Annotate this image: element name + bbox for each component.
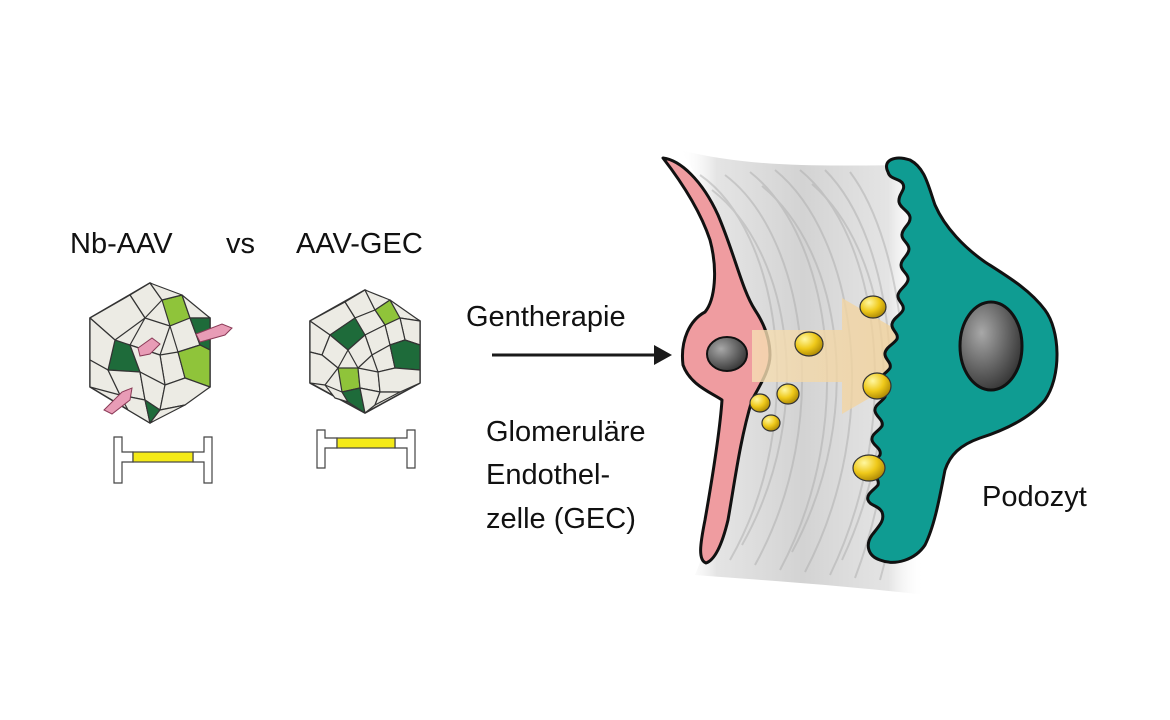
therapy-arrow: [492, 345, 672, 365]
particle: [776, 383, 800, 405]
transfer-arrow: [752, 298, 942, 414]
vs-label: vs: [226, 228, 255, 260]
particle: [761, 414, 781, 432]
gec-label-line1: Glomeruläre: [486, 416, 646, 448]
gentherapie-label: Gentherapie: [466, 301, 626, 333]
nb-aav-genome: [113, 436, 213, 484]
gec-label-line3: zelle (GEC): [486, 503, 636, 535]
particle: [749, 393, 771, 413]
podocyte-nucleus: [958, 300, 1024, 392]
nb-aav-label: Nb-AAV: [70, 228, 173, 260]
nanobody-appendages: [103, 323, 233, 415]
endothelial-nucleus: [706, 336, 748, 372]
gec-label-line2: Endothel-: [486, 459, 610, 491]
nb-aav-capsid: [89, 282, 211, 424]
aav-gec-genome: [316, 429, 416, 469]
podozyt-label: Podozyt: [982, 481, 1087, 513]
vector-particles: [749, 295, 892, 482]
endothelial-cell: [661, 156, 772, 565]
podocyte-cell: [866, 156, 1059, 564]
particle: [862, 372, 892, 400]
particle: [794, 331, 824, 357]
particle: [852, 454, 886, 482]
aav-gec-capsid: [309, 289, 421, 414]
particle: [859, 295, 887, 319]
aav-gec-label: AAV-GEC: [296, 228, 423, 260]
